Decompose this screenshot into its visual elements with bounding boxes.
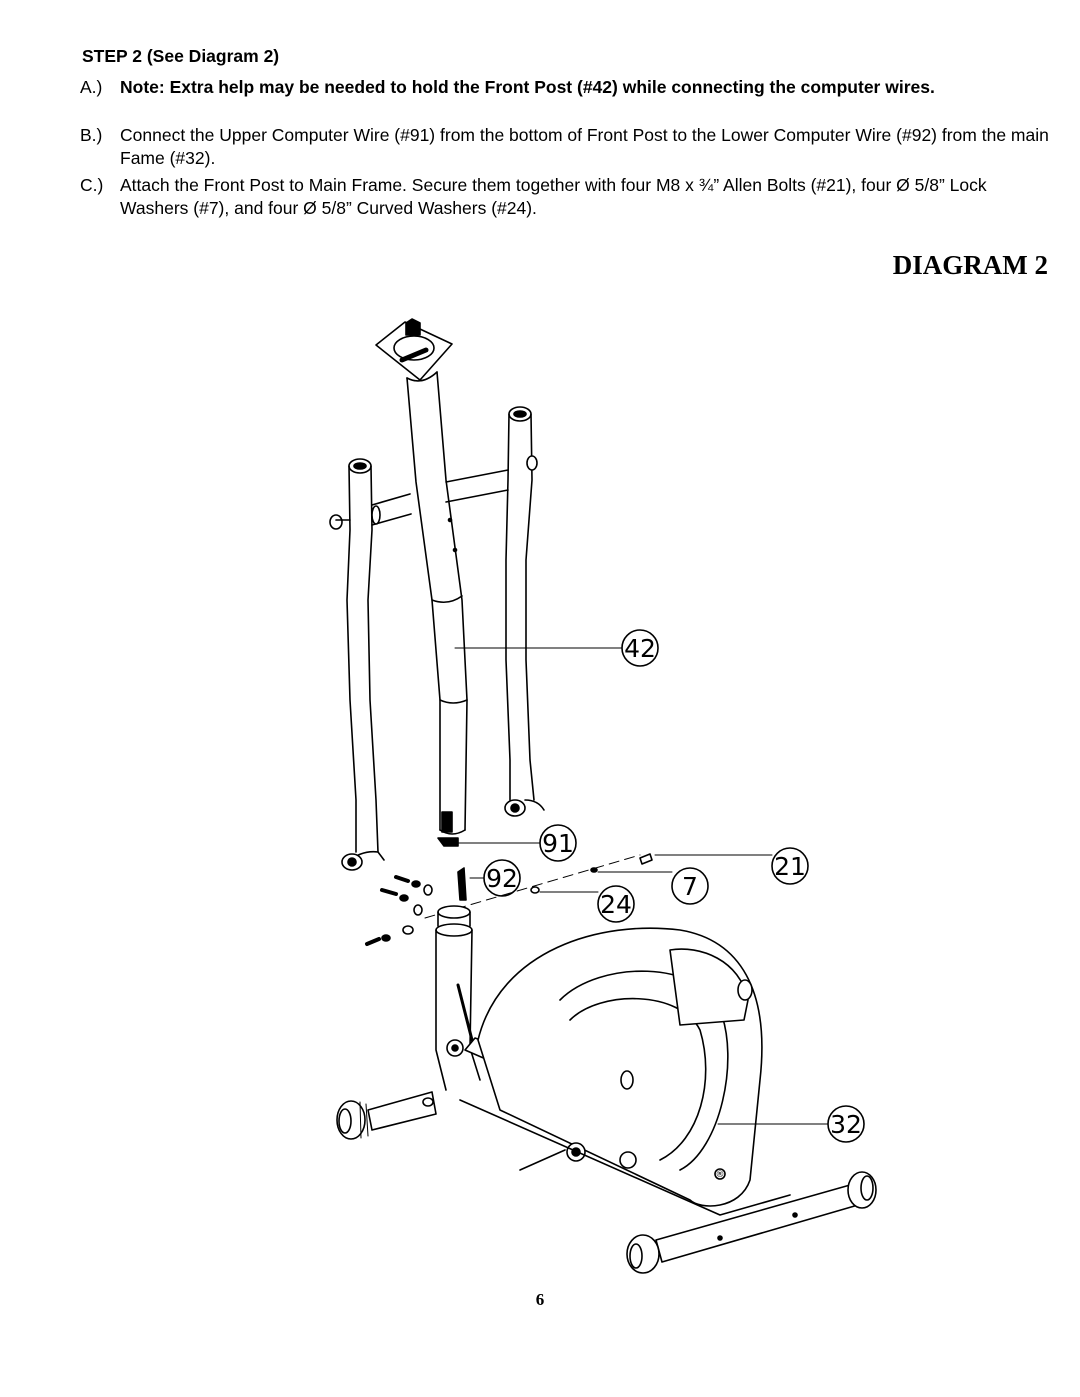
step-heading: STEP 2 (See Diagram 2) <box>82 46 280 66</box>
instruction-label: B.) <box>80 125 103 145</box>
front-post <box>375 318 468 847</box>
callout-7: 7 <box>682 872 698 901</box>
svg-text:®: ® <box>716 1170 725 1180</box>
callout-24: 24 <box>600 890 632 919</box>
right-fasteners <box>530 853 653 894</box>
callout-91: 91 <box>542 829 574 858</box>
instruction-c: C.) Attach the Front Post to Main Frame.… <box>80 174 1055 220</box>
callout-92: 92 <box>486 864 518 893</box>
instruction-a: A.) Note: Extra help may be needed to ho… <box>80 76 1055 99</box>
instruction-text: Note: Extra help may be needed to hold t… <box>120 77 935 97</box>
callout-21: 21 <box>774 852 806 881</box>
instruction-label: A.) <box>80 77 103 97</box>
cross-bar <box>371 469 509 526</box>
callout-42: 42 <box>624 634 656 663</box>
assembly-diagram: 42 91 92 21 7 24 <box>329 318 877 1274</box>
callout-32: 32 <box>830 1110 862 1139</box>
right-handlebar <box>504 406 545 817</box>
diagram-title: DIAGRAM 2 <box>892 250 1048 280</box>
page-number: 6 <box>535 1290 545 1309</box>
left-fasteners <box>365 875 433 946</box>
main-frame: ® <box>336 905 877 1274</box>
instruction-b: B.) Connect the Upper Computer Wire (#91… <box>80 124 1055 170</box>
instruction-text: Connect the Upper Computer Wire (#91) fr… <box>120 125 1049 168</box>
instruction-label: C.) <box>80 175 104 195</box>
instruction-text: Attach the Front Post to Main Frame. Sec… <box>120 175 987 218</box>
lower-wire <box>457 867 467 901</box>
